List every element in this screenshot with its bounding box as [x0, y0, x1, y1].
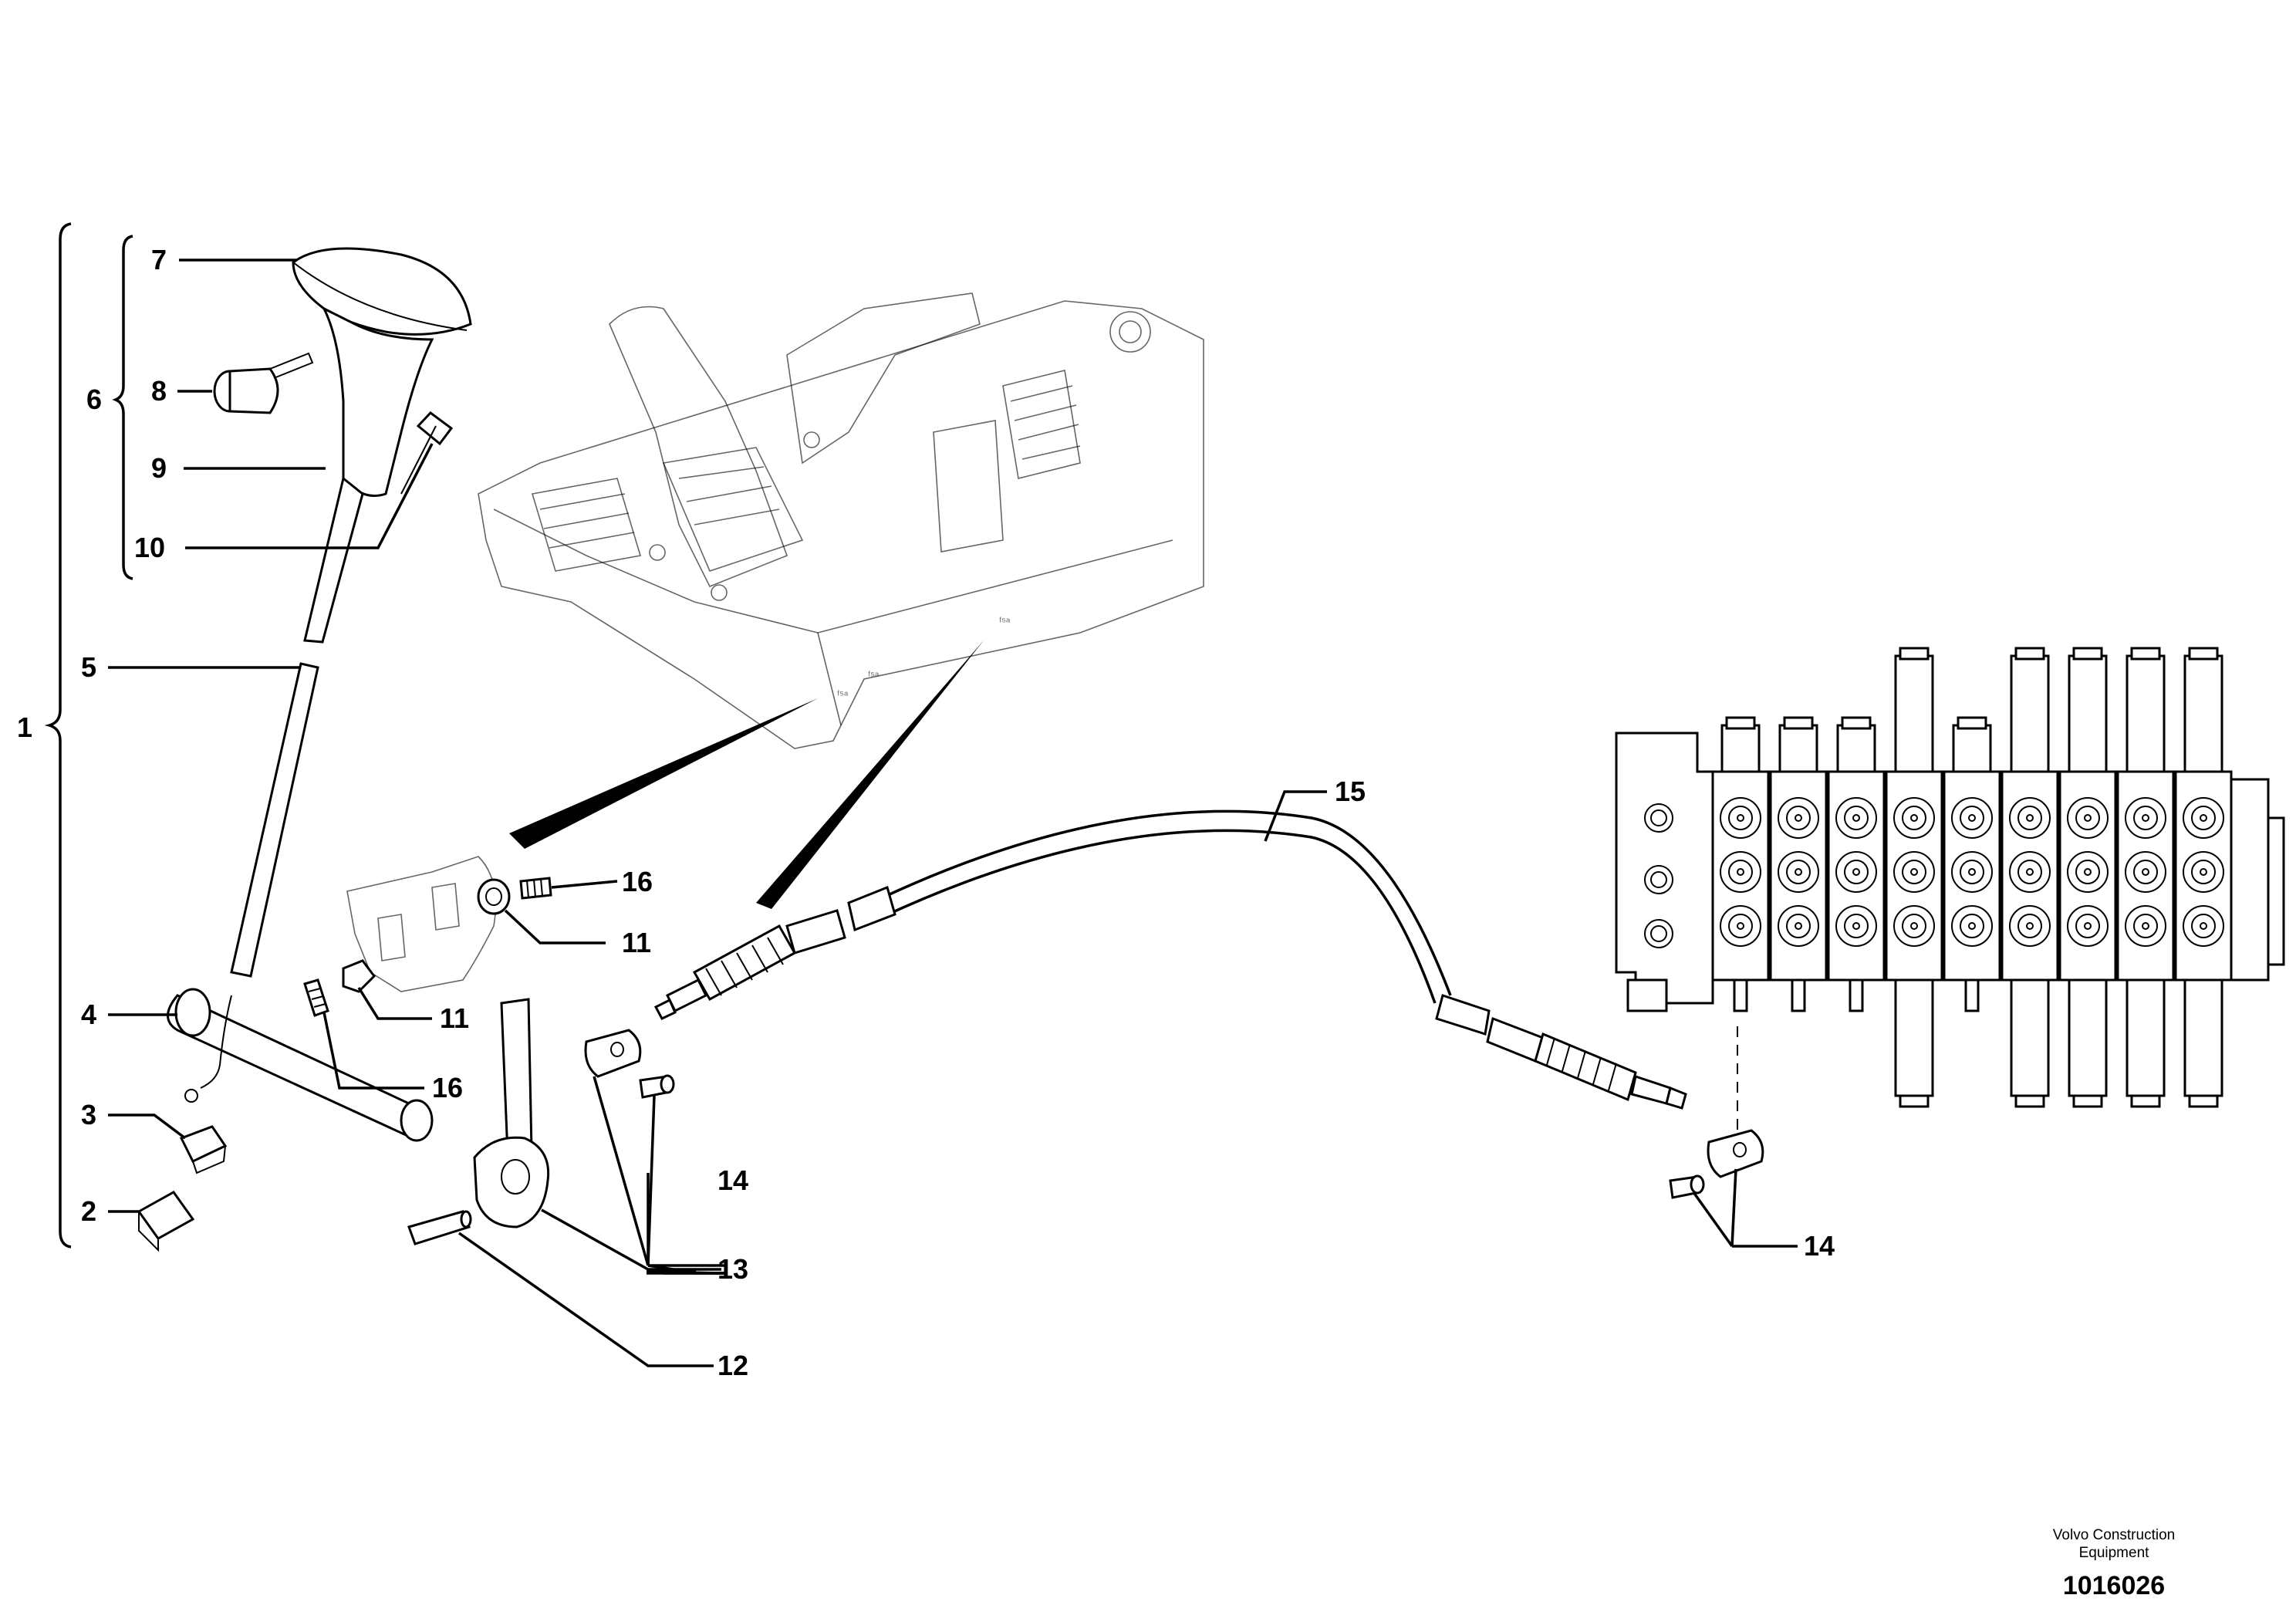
callout-5: 5: [81, 651, 96, 683]
callout-16-lower: 16: [432, 1072, 463, 1103]
callout-1: 1: [17, 711, 32, 743]
callout-7: 7: [151, 244, 167, 275]
pointer-wedge-right: [756, 640, 984, 909]
control-valve-block: [1615, 647, 2285, 1108]
callout-10: 10: [134, 532, 165, 563]
control-cable: [653, 809, 1687, 1110]
callout-13: 13: [718, 1253, 748, 1285]
lever-rod-lower: [230, 662, 319, 978]
callout-9: 9: [151, 452, 167, 484]
callout-4: 4: [81, 999, 96, 1030]
clevis-pin-right: [1669, 1174, 1705, 1199]
lever-knob: [292, 247, 472, 336]
valve-section: [2174, 647, 2233, 1108]
valve-section: [1827, 716, 1886, 1012]
svg-text:ᶠ⁵ᵃ: ᶠ⁵ᵃ: [868, 669, 880, 681]
callout-11-upper: 11: [622, 927, 651, 958]
valve-section: [2116, 647, 2175, 1108]
callout-labels: 1 2 3 4 5 6 7 8 9 10 11 11 12 13 14 14 1…: [17, 244, 1835, 1381]
callout-2: 2: [81, 1195, 96, 1227]
valve-section: [1769, 716, 1828, 1012]
lever-button-switch: [213, 352, 314, 414]
lever-screw: [400, 411, 454, 495]
callout-11-lower: 11: [440, 1002, 469, 1034]
brand-line-1: Volvo Construction: [2052, 1527, 2176, 1543]
stud-lower: [303, 978, 329, 1017]
leader-lines: [108, 259, 1798, 1367]
callout-3: 3: [81, 1099, 96, 1130]
clevis-left: [584, 1029, 642, 1078]
lever-arm: [473, 998, 550, 1228]
nut-lower: [342, 959, 376, 993]
mounting-bracket: [346, 856, 497, 992]
valve-section: [1885, 647, 1943, 1108]
callout-6: 6: [86, 384, 102, 415]
valve-section: [1711, 716, 1770, 1012]
valve-section: [2001, 647, 2059, 1108]
callout-8: 8: [151, 375, 167, 407]
lever-rod: [303, 476, 364, 644]
callout-16-upper: 16: [622, 866, 653, 897]
nut-upper: [477, 878, 511, 915]
stud-upper: [519, 877, 552, 900]
lever-connector-socket: [179, 1125, 228, 1174]
callout-14-left: 14: [718, 1164, 748, 1196]
brand-line-2: Equipment: [2078, 1545, 2149, 1561]
svg-text:ᶠ⁵ᵃ: ᶠ⁵ᵃ: [999, 615, 1011, 627]
lever-connector-plug: [137, 1191, 195, 1252]
callout-14-right: 14: [1804, 1230, 1835, 1262]
clevis-right: [1707, 1129, 1764, 1178]
pointer-wedge-left: [509, 698, 818, 849]
lever-grip: [321, 306, 434, 497]
callout-12: 12: [718, 1350, 748, 1381]
roll-pin: [407, 1210, 472, 1245]
valve-section: [2058, 647, 2117, 1108]
svg-text:ᶠ⁵ᵃ: ᶠ⁵ᵃ: [837, 688, 849, 701]
drawing-number: 1016026: [2062, 1571, 2166, 1600]
brace-assembly-1: [44, 222, 72, 1249]
publisher-brand: Volvo Construction Equipment: [2021, 1526, 2207, 1562]
callout-15: 15: [1335, 776, 1366, 807]
valve-section: [1943, 716, 2001, 1012]
control-console: ᶠ⁵ᵃ ᶠ⁵ᵃ ᶠ⁵ᵃ: [478, 292, 1204, 749]
brace-assembly-6: [112, 235, 133, 580]
clevis-pin-left: [639, 1074, 675, 1099]
